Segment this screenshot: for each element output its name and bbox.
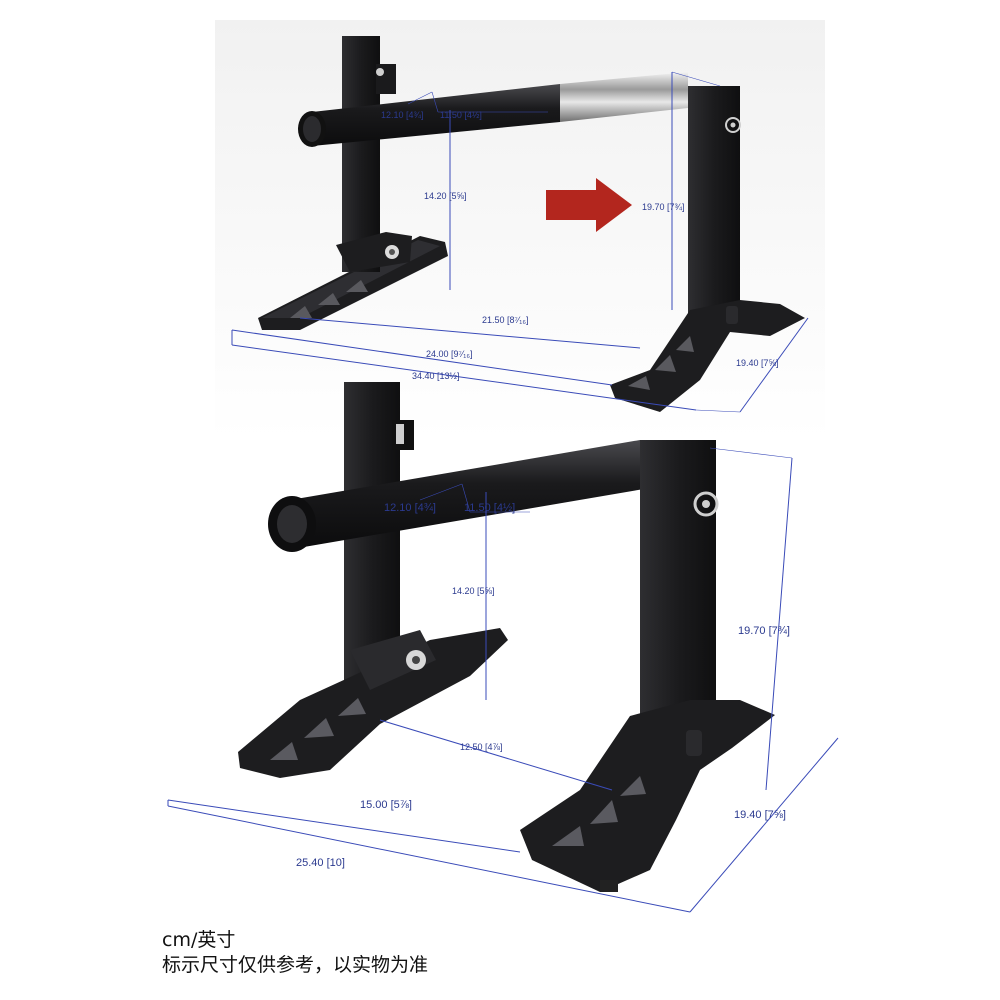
- dim-label: 19.70 [7¾]: [738, 625, 790, 637]
- top-dimension-lines: [231, 71, 809, 413]
- dim-label: 24.00 [9⁷⁄₁₆]: [426, 349, 472, 359]
- dim-label: 25.40 [10]: [296, 857, 345, 869]
- bottom-dimension-labels: 12.10 [4¾] 11.50 [4½] 14.20 [5⅝] 19.70 […: [296, 502, 790, 869]
- caption-units: cm/英寸: [162, 929, 236, 951]
- top-dimension-labels: 12.10 [4¾] 11.50 [4½] 14.20 [5⅝] 19.70 […: [381, 110, 779, 381]
- top-right-foot: [610, 300, 805, 412]
- caption-disclaimer: 标示尺寸仅供参考，以实物为准: [162, 954, 429, 976]
- dim-label: 14.20 [5⅝]: [452, 586, 495, 596]
- top-handle-bar: [312, 84, 560, 146]
- dim-label: 11.50 [4½]: [440, 110, 482, 120]
- bottom-handle-bar: [290, 440, 650, 548]
- bottom-left-foot: [238, 628, 508, 778]
- dim-label: 34.40 [13½]: [412, 371, 460, 381]
- dim-label: 15.00 [5⅞]: [360, 799, 412, 811]
- dim-label: 19.40 [7⅝]: [734, 809, 786, 821]
- dim-label: 19.40 [7⅝]: [736, 358, 779, 368]
- top-product-view: 12.10 [4¾] 11.50 [4½] 14.20 [5⅝] 19.70 […: [215, 20, 825, 440]
- top-direction-arrow: [546, 178, 632, 232]
- bottom-right-foot: [520, 700, 775, 892]
- top-right-post: [688, 86, 740, 318]
- dim-label: 14.20 [5⅝]: [424, 191, 467, 201]
- dim-label: 12.10 [4¾]: [381, 110, 424, 120]
- dim-label: 11.50 [4½]: [464, 502, 515, 514]
- dim-label: 19.70 [7¾]: [642, 202, 685, 212]
- dim-label: 21.50 [8⁷⁄₁₆]: [482, 315, 528, 325]
- top-handle-chrome: [560, 72, 688, 122]
- dim-label: 12.50 [4⅞]: [460, 742, 503, 752]
- bottom-product-view: 12.10 [4¾] 11.50 [4½] 14.20 [5⅝] 19.70 […: [167, 382, 839, 913]
- top-left-post: [342, 36, 380, 272]
- bottom-dimension-lines: [167, 447, 839, 913]
- dim-label: 12.10 [4¾]: [384, 502, 436, 514]
- bottom-right-adjust-pin: [693, 491, 719, 517]
- top-right-adjust-pin: [725, 117, 741, 133]
